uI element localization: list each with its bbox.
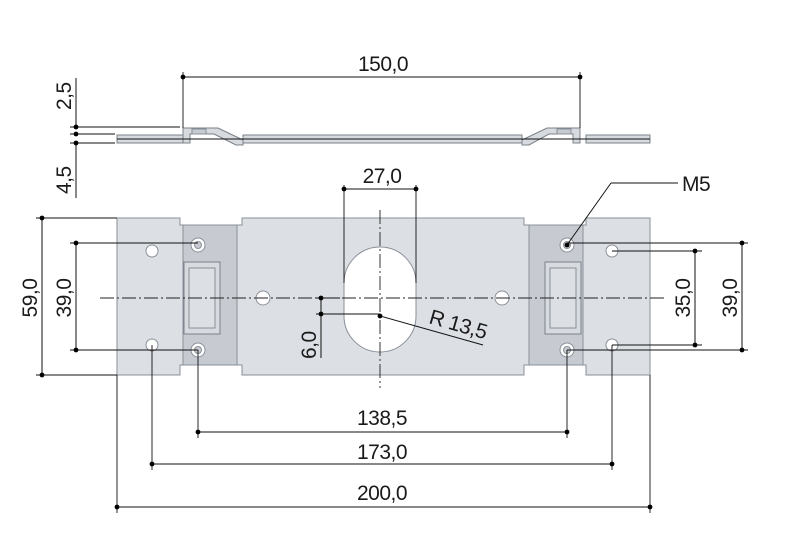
dimension-35: 35,0 — [612, 248, 702, 348]
dimension-39-right: 39,0 — [567, 240, 748, 353]
dimension-27-label: 27,0 — [363, 165, 402, 188]
dimension-200: 200,0 — [114, 375, 653, 513]
dimension-27: 27,0 — [341, 165, 419, 283]
side-view — [116, 127, 651, 146]
dimension-39-left-label: 39,0 — [53, 279, 76, 318]
plate-right-end — [582, 217, 651, 376]
center-lines — [100, 210, 665, 388]
dimension-173-label: 173,0 — [357, 441, 407, 464]
side-right-nut — [556, 128, 572, 135]
dimension-173: 173,0 — [149, 345, 615, 470]
dimension-138: 138,5 — [195, 350, 570, 438]
thickness-bottom-label: 4,5 — [53, 166, 76, 194]
dimension-150: 150,0 — [180, 53, 583, 128]
dimension-39-left: 39,0 — [53, 240, 198, 353]
dimension-6-label: 6,0 — [298, 331, 321, 359]
dimension-6: 6,0 — [298, 295, 380, 359]
dimension-200-label: 200,0 — [357, 482, 407, 505]
dimension-39-right-label: 39,0 — [719, 279, 742, 318]
hole-left-top — [145, 244, 159, 258]
dimension-59: 59,0 — [19, 215, 117, 378]
dimension-138-label: 138,5 — [357, 407, 407, 430]
dimension-35-label: 35,0 — [672, 279, 695, 318]
thickness-top-label: 2,5 — [53, 82, 76, 110]
thickness-dimension: 2,5 4,5 — [53, 78, 180, 198]
side-left-nut — [191, 128, 207, 135]
plan-view — [116, 217, 651, 376]
thread-callout: M5 — [564, 173, 711, 248]
dimension-150-label: 150,0 — [358, 53, 408, 76]
thread-label: M5 — [682, 173, 710, 196]
dimension-59-label: 59,0 — [19, 279, 42, 318]
plate-left-end — [116, 217, 184, 376]
